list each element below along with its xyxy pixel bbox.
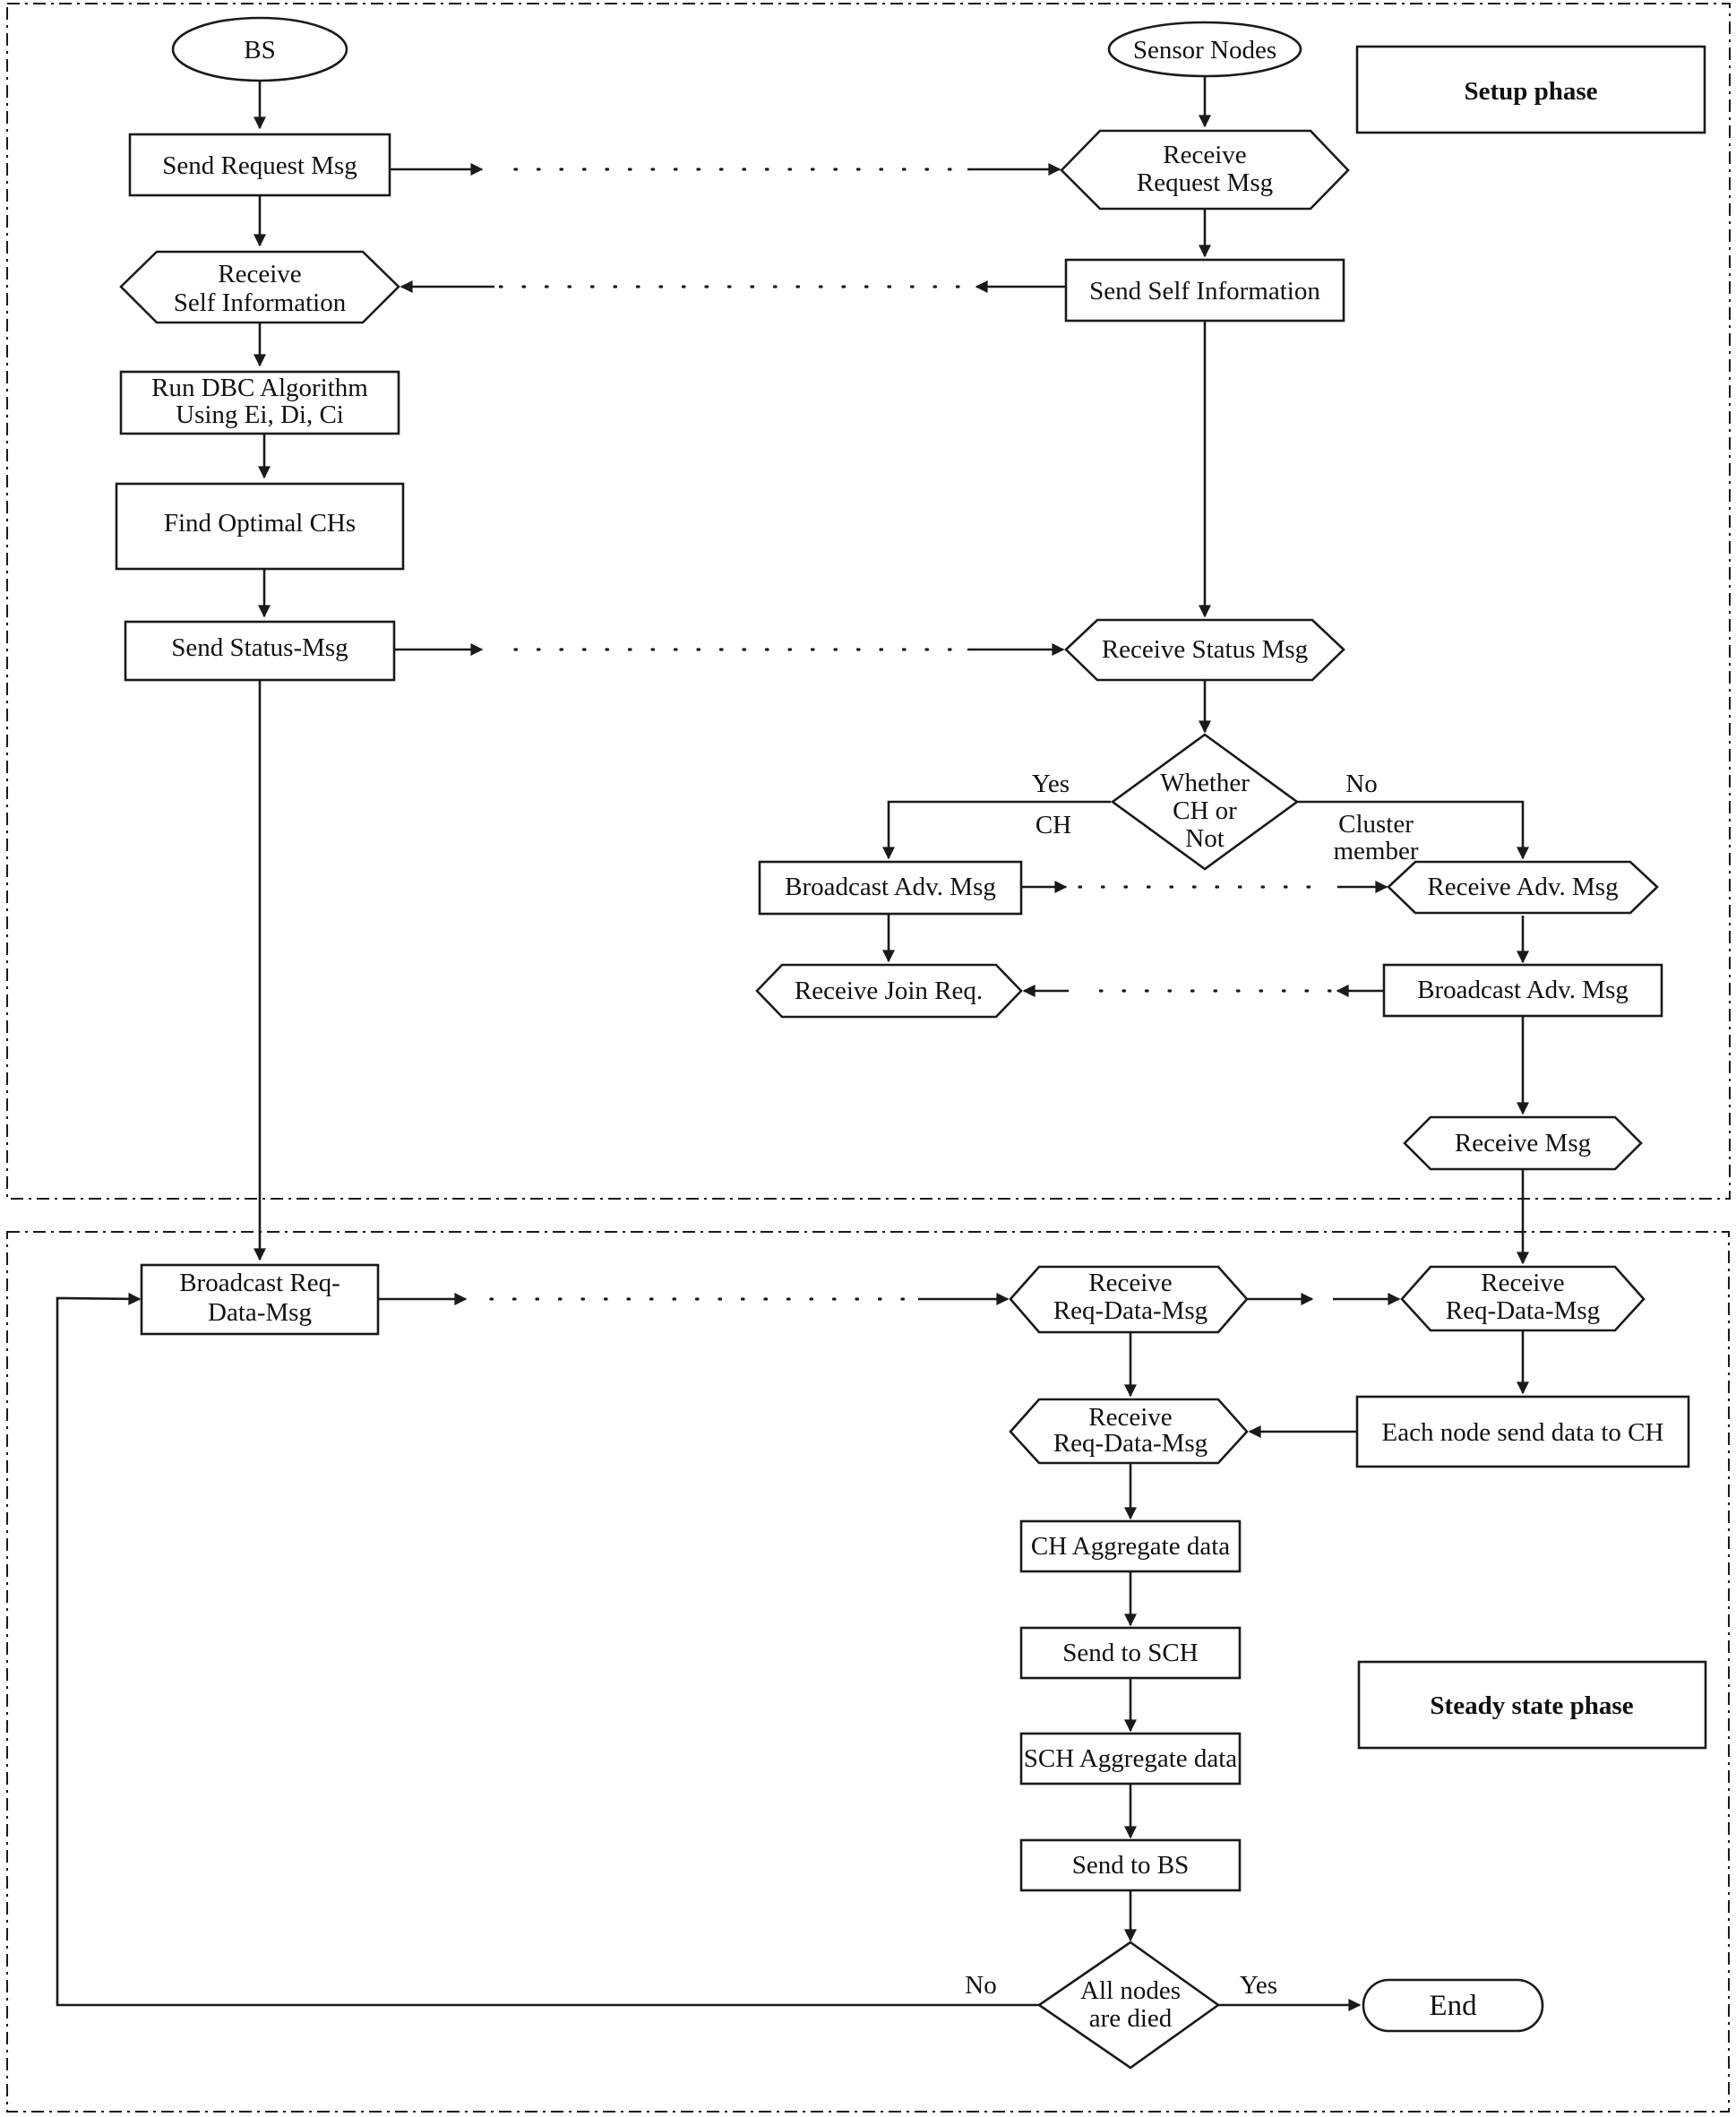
ch-receive-req-hexagon: Receive Req-Data-Msg (1009, 1265, 1249, 1334)
decision-line2: CH or (1173, 796, 1237, 825)
broadcast-adv-ch-label: Broadcast Adv. Msg (785, 873, 996, 901)
receive-request-line2: Request Msg (1137, 168, 1273, 197)
sch-aggregate-box: SCH Aggregate data (1019, 1732, 1242, 1786)
broadcast-adv-member-box: Broadcast Adv. Msg (1382, 963, 1663, 1018)
yes-label: Yes (1032, 770, 1070, 798)
ch-receive-data-hexagon: Receive Req-Data-Msg (1009, 1398, 1249, 1465)
send-to-bs-label: Send to BS (1072, 1851, 1190, 1880)
sensor-nodes-label: Sensor Nodes (1133, 36, 1276, 65)
steady-phase-box: Steady state phase (1357, 1660, 1707, 1750)
broadcast-adv-ch-box: Broadcast Adv. Msg (758, 860, 1023, 916)
setup-phase-box: Setup phase (1355, 45, 1706, 134)
broadcast-req-line2: Data-Msg (208, 1298, 312, 1327)
broadcast-req-box: Broadcast Req- Data-Msg (140, 1263, 380, 1336)
cluster-line1: Cluster (1338, 810, 1414, 839)
send-to-bs-box: Send to BS (1019, 1838, 1242, 1892)
ch-label: CH (1036, 811, 1071, 839)
ch-receive-req-line2: Req-Data-Msg (1053, 1296, 1207, 1325)
send-status-box: Send Status-Msg (124, 620, 396, 682)
setup-phase-label: Setup phase (1464, 77, 1597, 106)
bs-label: BS (244, 36, 275, 65)
run-dbc-line2: Using Ei, Di, Ci (176, 400, 344, 429)
final-decision-line2: are died (1089, 2004, 1173, 2033)
send-to-sch-label: Send to SCH (1062, 1639, 1199, 1667)
end-terminal: End (1362, 1978, 1544, 2033)
receive-adv-hexagon: Receive Adv. Msg (1387, 860, 1659, 915)
final-decision-line1: All nodes (1080, 1976, 1181, 2005)
receive-msg-label: Receive Msg (1455, 1129, 1591, 1157)
final-no-label: No (965, 1971, 996, 2000)
receive-request-line1: Receive (1163, 141, 1246, 169)
member-receive-req-line1: Receive (1481, 1269, 1564, 1297)
send-to-sch-box: Send to SCH (1019, 1626, 1242, 1680)
run-dbc-box: Run DBC Algorithm Using Ei, Di, Ci (119, 370, 400, 435)
receive-status-hexagon: Receive Status Msg (1064, 618, 1345, 682)
receive-self-line2: Self Information (174, 288, 347, 317)
receive-msg-hexagon: Receive Msg (1403, 1115, 1643, 1171)
send-status-label: Send Status-Msg (171, 633, 348, 662)
receive-join-label: Receive Join Req. (795, 977, 983, 1005)
cluster-line2: member (1333, 837, 1418, 865)
find-optimal-box: Find Optimal CHs (115, 482, 405, 571)
steady-phase-frame (6, 1231, 1730, 2113)
ch-receive-req-line1: Receive (1088, 1269, 1172, 1297)
member-receive-req-hexagon: Receive Req-Data-Msg (1400, 1265, 1646, 1332)
end-label: End (1429, 1990, 1477, 2022)
loop-final-no-to-broadcast (56, 1292, 1039, 2007)
branch-yes-ch (882, 800, 1111, 860)
sch-aggregate-label: SCH Aggregate data (1024, 1744, 1238, 1773)
ch-receive-data-line1: Receive (1088, 1403, 1172, 1432)
decision-line1: Whether (1160, 769, 1250, 797)
final-yes-label: Yes (1240, 1971, 1277, 2000)
no-label: No (1345, 770, 1377, 798)
steady-phase-label: Steady state phase (1430, 1691, 1633, 1720)
ch-aggregate-label: CH Aggregate data (1031, 1532, 1230, 1561)
setup-phase-frame (6, 3, 1731, 1200)
receive-adv-label: Receive Adv. Msg (1427, 873, 1618, 901)
each-node-send-box: Each node send data to CH (1355, 1395, 1690, 1468)
ch-receive-data-line2: Req-Data-Msg (1053, 1429, 1207, 1458)
receive-status-label: Receive Status Msg (1102, 635, 1308, 664)
run-dbc-line1: Run DBC Algorithm (151, 374, 368, 402)
connectors (56, 76, 1529, 2011)
each-node-send-label: Each node send data to CH (1382, 1418, 1664, 1447)
broadcast-adv-member-label: Broadcast Adv. Msg (1417, 976, 1629, 1004)
decision-line3: Not (1185, 824, 1225, 853)
ch-decision-diamond: Whether CH or Not (1110, 733, 1300, 871)
receive-self-info-hexagon: Receive Self Information (119, 250, 400, 324)
receive-request-hexagon: Receive Request Msg (1060, 129, 1350, 211)
branch-no-member (1297, 800, 1529, 860)
all-nodes-died-diamond: All nodes are died (1036, 1941, 1221, 2070)
send-request-box: Send Request Msg (128, 133, 391, 197)
bs-terminal: BS (171, 16, 348, 82)
receive-self-line1: Receive (218, 260, 301, 288)
send-self-info-box: Send Self Information (1064, 258, 1345, 323)
ch-aggregate-box: CH Aggregate data (1019, 1519, 1242, 1573)
broadcast-req-line1: Broadcast Req- (179, 1269, 340, 1297)
send-self-label: Send Self Information (1089, 277, 1320, 306)
find-optimal-label: Find Optimal CHs (164, 509, 356, 538)
member-receive-req-line2: Req-Data-Msg (1446, 1296, 1600, 1325)
send-request-label: Send Request Msg (162, 151, 357, 180)
receive-join-hexagon: Receive Join Req. (755, 963, 1023, 1019)
sensor-nodes-terminal: Sensor Nodes (1107, 21, 1302, 78)
